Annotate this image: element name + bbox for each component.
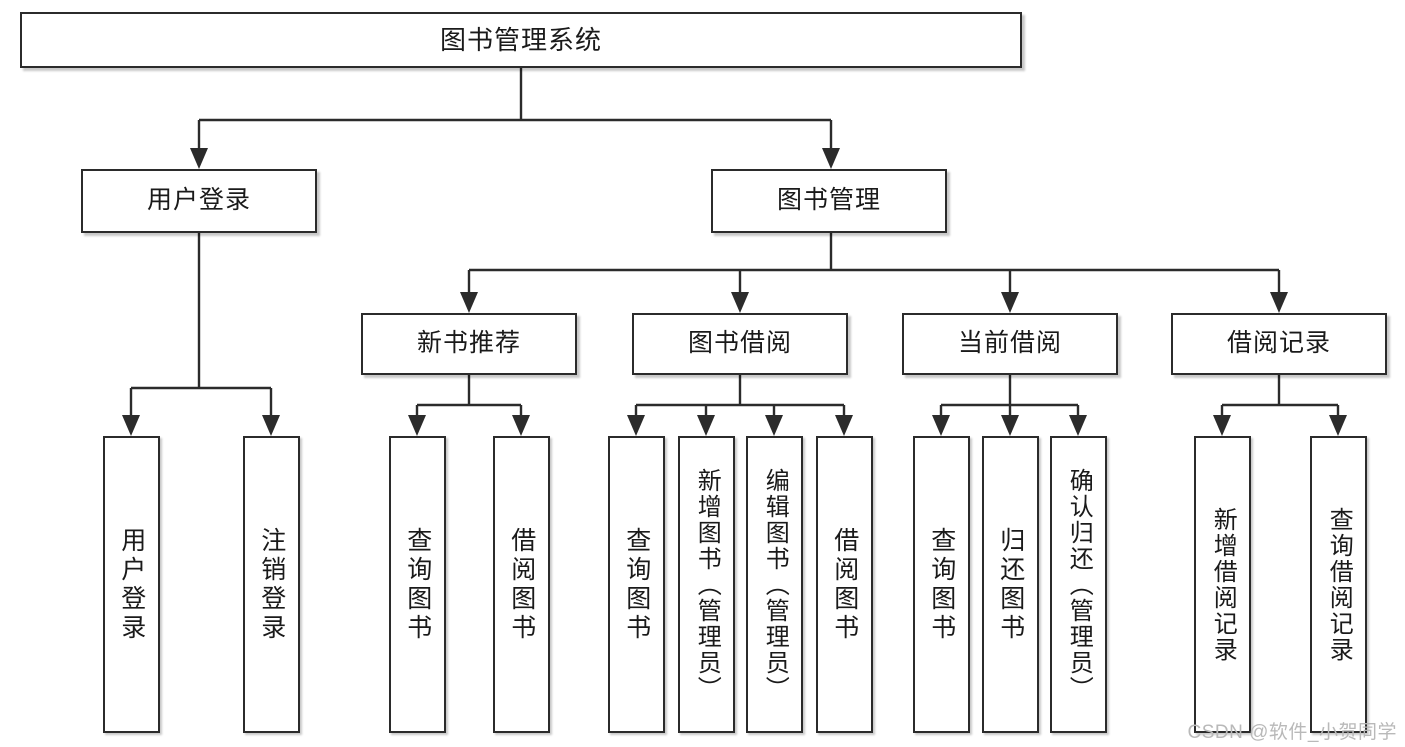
node-new-book-rec-label: 新书推荐 — [416, 329, 521, 358]
arrow-leaf-query-record — [1329, 415, 1347, 436]
node-leaf-edit-book-label: 编辑图书（管理员） — [761, 467, 789, 702]
arrow-leaf-borrow-book-1 — [512, 415, 530, 436]
node-root-label: 图书管理系统 — [439, 24, 602, 55]
node-current-borrow[interactable]: 当前借阅 — [902, 313, 1118, 375]
node-leaf-user-login[interactable]: 用户登录 — [103, 436, 160, 733]
arrow-leaf-confirm-return — [1069, 415, 1087, 436]
node-book-borrow-label: 图书借阅 — [687, 329, 792, 358]
node-leaf-query-book-3-label: 查询图书 — [927, 526, 956, 643]
node-leaf-borrow-book-2-label: 借阅图书 — [830, 526, 859, 643]
arrow-book-manage — [822, 148, 840, 169]
arrow-user-login — [190, 148, 208, 169]
node-leaf-return-book[interactable]: 归还图书 — [982, 436, 1039, 733]
node-current-borrow-label: 当前借阅 — [957, 329, 1062, 358]
arrow-leaf-borrow-book-2 — [835, 415, 853, 436]
node-leaf-edit-book[interactable]: 编辑图书（管理员） — [746, 436, 803, 733]
node-leaf-confirm-return[interactable]: 确认归还（管理员） — [1050, 436, 1107, 733]
node-leaf-add-record[interactable]: 新增借阅记录 — [1194, 436, 1251, 733]
node-leaf-borrow-book-1[interactable]: 借阅图书 — [493, 436, 550, 733]
node-leaf-user-login-label: 用户登录 — [117, 526, 146, 643]
node-leaf-query-book-2-label: 查询图书 — [622, 526, 651, 643]
arrow-leaf-add-book — [697, 415, 715, 436]
node-leaf-query-book-2[interactable]: 查询图书 — [608, 436, 665, 733]
arrow-leaf-edit-book — [765, 415, 783, 436]
arrow-leaf-add-record — [1213, 415, 1231, 436]
node-book-manage-label: 图书管理 — [776, 186, 881, 215]
arrow-leaf-query-book-2 — [627, 415, 645, 436]
node-leaf-confirm-return-label: 确认归还（管理员） — [1065, 467, 1093, 702]
node-leaf-borrow-book-2[interactable]: 借阅图书 — [816, 436, 873, 733]
node-leaf-query-record-label: 查询借阅记录 — [1325, 506, 1353, 663]
node-leaf-query-record[interactable]: 查询借阅记录 — [1310, 436, 1367, 733]
arrow-leaf-user-login — [122, 415, 140, 436]
node-leaf-add-record-label: 新增借阅记录 — [1209, 506, 1237, 663]
arrow-leaf-query-book-1 — [408, 415, 426, 436]
node-leaf-query-book-3[interactable]: 查询图书 — [913, 436, 970, 733]
csdn-watermark: CSDN @软件_小贺同学 — [1187, 722, 1397, 743]
node-leaf-user-logout[interactable]: 注销登录 — [243, 436, 300, 733]
node-leaf-query-book-1[interactable]: 查询图书 — [389, 436, 446, 733]
arrow-leaf-return-book — [1001, 415, 1019, 436]
node-leaf-return-book-label: 归还图书 — [996, 526, 1025, 643]
node-user-login[interactable]: 用户登录 — [81, 169, 317, 233]
node-new-book-rec[interactable]: 新书推荐 — [361, 313, 577, 375]
arrow-current-borrow — [1001, 292, 1019, 313]
node-leaf-user-logout-label: 注销登录 — [257, 526, 286, 643]
node-borrow-record-label: 借阅记录 — [1226, 329, 1331, 358]
node-root[interactable]: 图书管理系统 — [20, 12, 1022, 68]
node-leaf-borrow-book-1-label: 借阅图书 — [507, 526, 536, 643]
node-leaf-add-book-label: 新增图书（管理员） — [693, 467, 721, 702]
arrow-book-borrow — [731, 292, 749, 313]
arrow-leaf-user-logout — [262, 415, 280, 436]
arrow-borrow-record — [1270, 292, 1288, 313]
node-borrow-record[interactable]: 借阅记录 — [1171, 313, 1387, 375]
node-leaf-add-book[interactable]: 新增图书（管理员） — [678, 436, 735, 733]
node-book-borrow[interactable]: 图书借阅 — [632, 313, 848, 375]
node-book-manage[interactable]: 图书管理 — [711, 169, 947, 233]
arrow-new-book-rec — [460, 292, 478, 313]
node-leaf-query-book-1-label: 查询图书 — [403, 526, 432, 643]
node-user-login-label: 用户登录 — [146, 186, 251, 215]
arrow-leaf-query-book-3 — [932, 415, 950, 436]
